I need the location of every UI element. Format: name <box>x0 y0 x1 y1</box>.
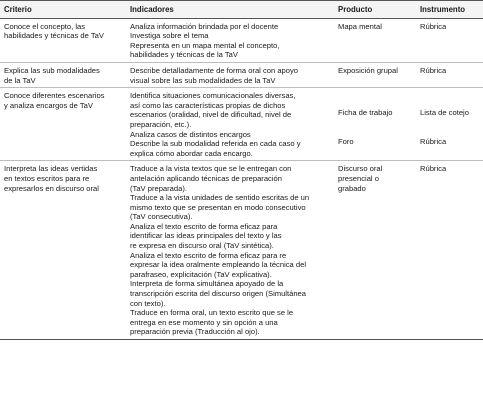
cell-line: Rúbrica <box>420 164 447 174</box>
cell-line: Conoce el concepto, las <box>4 21 86 31</box>
cell-line: Identifica situaciones comunicacionales … <box>130 91 296 101</box>
header-row: Criterio Indicadores Producto Instrument… <box>0 0 483 19</box>
cell-line: Rúbrica <box>420 21 447 31</box>
header-producto: Producto <box>334 0 416 19</box>
cell-line: antelación aplicando técnicas de prepara… <box>130 173 282 183</box>
cell-line: Investiga sobre el tema <box>130 31 209 41</box>
cell-line: con texto). <box>130 298 166 308</box>
cell-line: Conoce diferentes escenarios <box>4 91 105 101</box>
evaluation-table: Criterio Indicadores Producto Instrument… <box>0 0 483 340</box>
cell-line: y analiza encargos de TaV <box>4 100 93 110</box>
cell-line: Traduce en forma oral, un texto escrito … <box>130 308 294 318</box>
cell-line: Mapa mental <box>338 21 382 31</box>
cell-line: Traduce a la vista textos que se le entr… <box>130 164 292 174</box>
cell-line: parafraseo, explicitación (TaV explicati… <box>130 269 272 279</box>
cell-indicadores: Traduce a la vista textos que se le entr… <box>126 160 334 340</box>
cell-line: (TaV preparada). <box>130 183 187 193</box>
cell-line: Describe la sub modalidad referida en ca… <box>130 139 301 149</box>
header-instrumento: Instrumento <box>416 0 483 19</box>
cell-line: preparación, etc.). <box>130 119 192 129</box>
cell-line: habilidades y técnicas de la TaV <box>130 50 238 60</box>
cell-line: así como las características propias de … <box>130 100 286 110</box>
cell-line: Interpreta de forma simultánea apoyado d… <box>130 279 284 289</box>
cell-line: Describe detalladamente de forma oral co… <box>130 65 299 75</box>
table-body: Conoce el concepto, las habilidades y té… <box>0 18 483 340</box>
cell-line: Discurso oral <box>338 164 383 174</box>
cell-line: identificar las ideas principales del te… <box>130 231 282 241</box>
cell-criterio: Interpreta las ideas vertidas en textos … <box>0 160 126 340</box>
cell-line: mismo texto que se presentan en modo con… <box>130 202 306 212</box>
cell-line: Analiza información brindada por el doce… <box>130 21 279 31</box>
cell-line: Traduce a la vista unidades de sentido e… <box>130 193 310 203</box>
cell-line: escenarios (oralidad, nivel de dificulta… <box>130 110 292 120</box>
cell-line: Rúbrica <box>420 65 447 75</box>
cell-indicadores: Identifica situaciones comunicacionales … <box>126 87 334 162</box>
cell-criterio: Explica las sub modalidades de la TaV <box>0 62 126 89</box>
cell-line: re expresa en discurso oral (TaV sintéti… <box>130 241 274 251</box>
cell-line: Rúbrica <box>420 136 447 146</box>
cell-instrumento: Rúbrica <box>416 62 483 89</box>
cell-line: Analiza casos de distintos encargos <box>130 129 251 139</box>
header-criterio: Criterio <box>0 0 126 19</box>
cell-line: Representa en un mapa mental el concepto… <box>130 40 280 50</box>
cell-line: grabado <box>338 183 366 193</box>
cell-producto: Discurso oral presencial o grabado <box>334 160 416 340</box>
table-row: Conoce el concepto, las habilidades y té… <box>0 18 483 63</box>
cell-producto: Ficha de trabajo Foro <box>334 87 416 162</box>
table-row: Conoce diferentes escenarios y analiza e… <box>0 87 483 162</box>
cell-line: Analiza el texto escrito de forma eficaz… <box>130 250 287 260</box>
cell-line: expresar la idea oralmente empleando la … <box>130 260 307 270</box>
cell-line: Explica las sub modalidades <box>4 65 100 75</box>
cell-line: en textos escritos para re <box>4 173 90 183</box>
cell-line: Foro <box>338 136 354 146</box>
cell-instrumento: Rúbrica <box>416 160 483 340</box>
cell-instrumento: Lista de cotejo Rúbrica <box>416 87 483 162</box>
cell-line: presencial o <box>338 173 379 183</box>
cell-line: explica cómo abordar cada encargo. <box>130 148 253 158</box>
cell-criterio: Conoce el concepto, las habilidades y té… <box>0 18 126 63</box>
table-row: Explica las sub modalidades de la TaV De… <box>0 62 483 89</box>
cell-line: preparación previa (Traducción al ojo). <box>130 327 260 337</box>
cell-line: expresarlos en discurso oral <box>4 183 99 193</box>
cell-line: habilidades y técnicas de TaV <box>4 31 104 41</box>
cell-producto: Exposición grupal <box>334 62 416 89</box>
cell-instrumento: Rúbrica <box>416 18 483 63</box>
cell-criterio: Conoce diferentes escenarios y analiza e… <box>0 87 126 162</box>
cell-indicadores: Analiza información brindada por el doce… <box>126 18 334 63</box>
table-header: Criterio Indicadores Producto Instrument… <box>0 0 483 19</box>
cell-line: Lista de cotejo <box>420 108 469 118</box>
cell-producto: Mapa mental <box>334 18 416 63</box>
cell-line: Analiza el texto escrito de forma eficaz… <box>130 221 278 231</box>
cell-line: Exposición grupal <box>338 65 398 75</box>
cell-indicadores: Describe detalladamente de forma oral co… <box>126 62 334 89</box>
cell-line: visual sobre las sub modalidades de la T… <box>130 75 276 85</box>
cell-line: entrega en ese momento y sin opción a un… <box>130 317 278 327</box>
cell-line: transcripción escrita del discurso orige… <box>130 289 307 299</box>
cell-line: de la TaV <box>4 75 36 85</box>
cell-line: (TaV consecutiva). <box>130 212 193 222</box>
table-row: Interpreta las ideas vertidas en textos … <box>0 160 483 340</box>
header-indicadores: Indicadores <box>126 0 334 19</box>
cell-line: Interpreta las ideas vertidas <box>4 164 98 174</box>
cell-line: Ficha de trabajo <box>338 108 393 118</box>
